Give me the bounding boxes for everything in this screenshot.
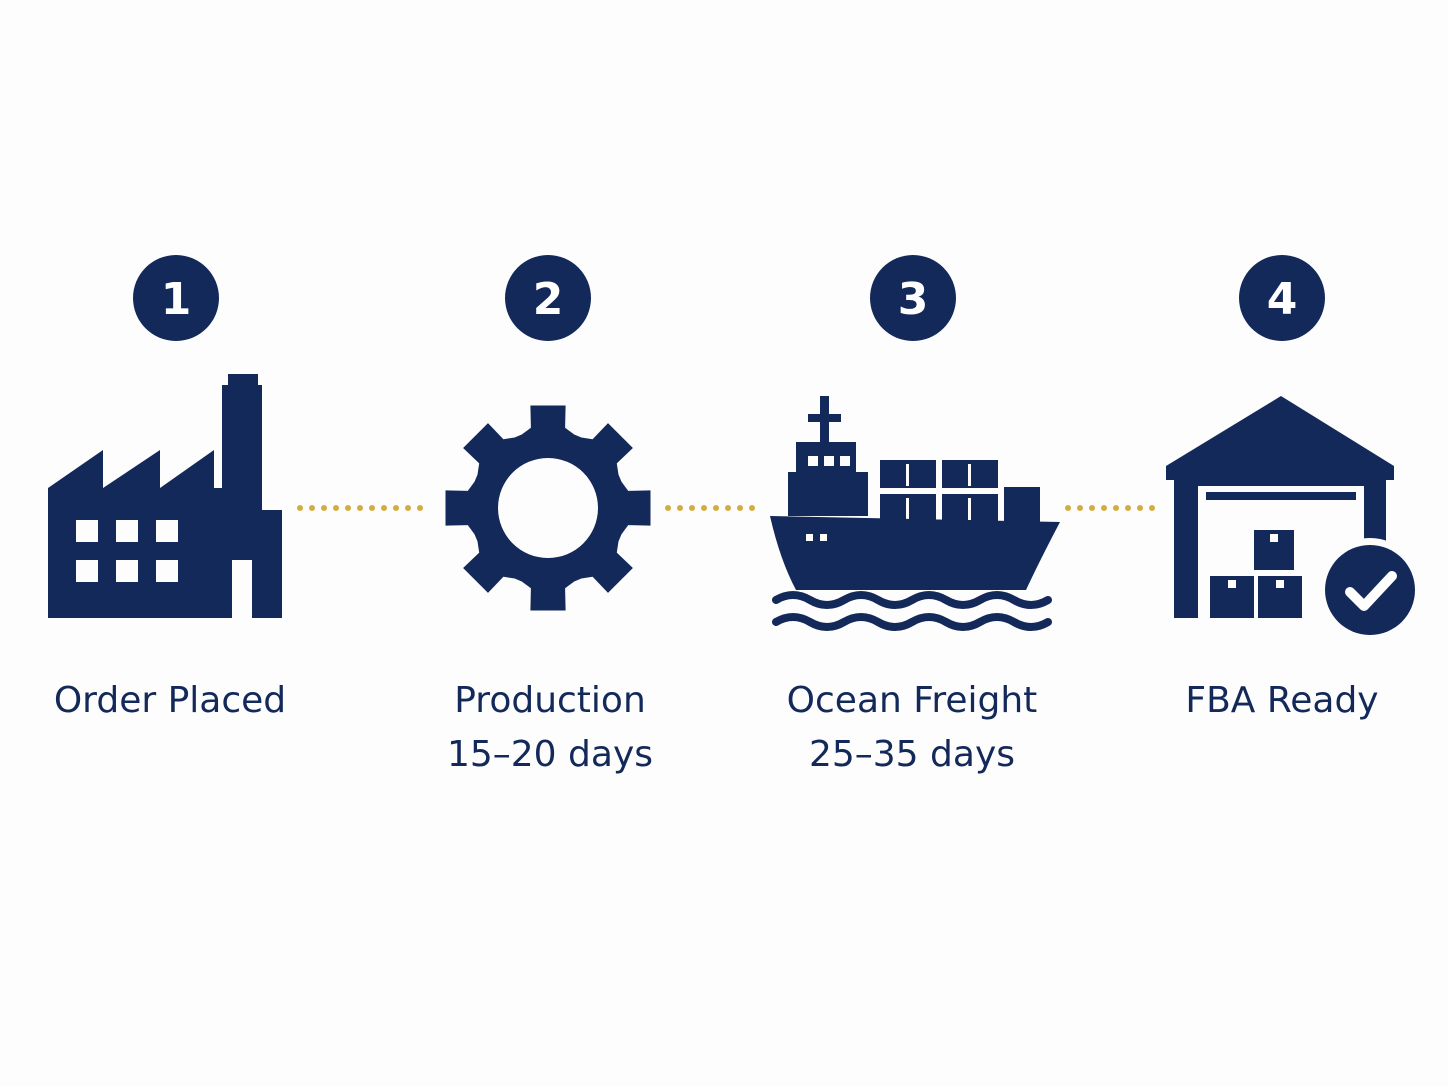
connector-dot <box>333 505 339 511</box>
step-number: 4 <box>1267 274 1298 325</box>
connector-dot <box>369 505 375 511</box>
step-number-badge: 1 <box>133 255 219 341</box>
step-1: 1 Order Placed <box>48 255 286 721</box>
connector-dot <box>393 505 399 511</box>
step-number-badge: 4 <box>1239 255 1325 341</box>
connector-dot <box>665 505 671 511</box>
connector-2-3 <box>665 505 755 511</box>
connector-dot <box>713 505 719 511</box>
connector-dot <box>1113 505 1119 511</box>
connector-dot <box>1089 505 1095 511</box>
connector-dot <box>309 505 315 511</box>
step-number: 2 <box>533 274 564 325</box>
step-title: FBA Ready <box>1185 680 1378 721</box>
connector-1-2 <box>297 505 423 511</box>
connector-dot <box>725 505 731 511</box>
step-duration: 25–35 days <box>809 734 1015 775</box>
connector-dot <box>689 505 695 511</box>
step-title: Ocean Freight <box>787 680 1038 721</box>
connector-dot <box>737 505 743 511</box>
connector-dot <box>321 505 327 511</box>
connector-dot <box>1101 505 1107 511</box>
gear-hole <box>498 458 598 558</box>
step-2: 2 Production 15–20 days <box>445 255 653 775</box>
connector-dot <box>1077 505 1083 511</box>
connector-dot <box>297 505 303 511</box>
connector-dot <box>701 505 707 511</box>
connector-dot <box>1137 505 1143 511</box>
connector-dot <box>749 505 755 511</box>
connector-dot <box>1149 505 1155 511</box>
connector-3-4 <box>1065 505 1155 511</box>
warehouse-check-icon <box>1166 396 1422 642</box>
checkmark-icon <box>1345 571 1397 611</box>
step-title: Order Placed <box>54 680 286 721</box>
step-number: 1 <box>161 274 192 325</box>
step-duration: 15–20 days <box>447 734 653 775</box>
connector-dot <box>1125 505 1131 511</box>
step-number: 3 <box>898 274 929 325</box>
step-4: 4 FBA Ready <box>1166 255 1422 721</box>
connector-dot <box>1065 505 1071 511</box>
connector-dot <box>357 505 363 511</box>
connector-dot <box>417 505 423 511</box>
step-title: Production <box>454 680 646 721</box>
connector-dot <box>345 505 351 511</box>
step-3: 3 <box>770 255 1060 775</box>
gear-icon <box>445 405 651 611</box>
connector-dot <box>677 505 683 511</box>
factory-icon <box>48 374 282 618</box>
step-number-badge: 3 <box>870 255 956 341</box>
step-number-badge: 2 <box>505 255 591 341</box>
cargo-ship-icon <box>770 396 1060 631</box>
connector-dot <box>381 505 387 511</box>
connector-dot <box>405 505 411 511</box>
